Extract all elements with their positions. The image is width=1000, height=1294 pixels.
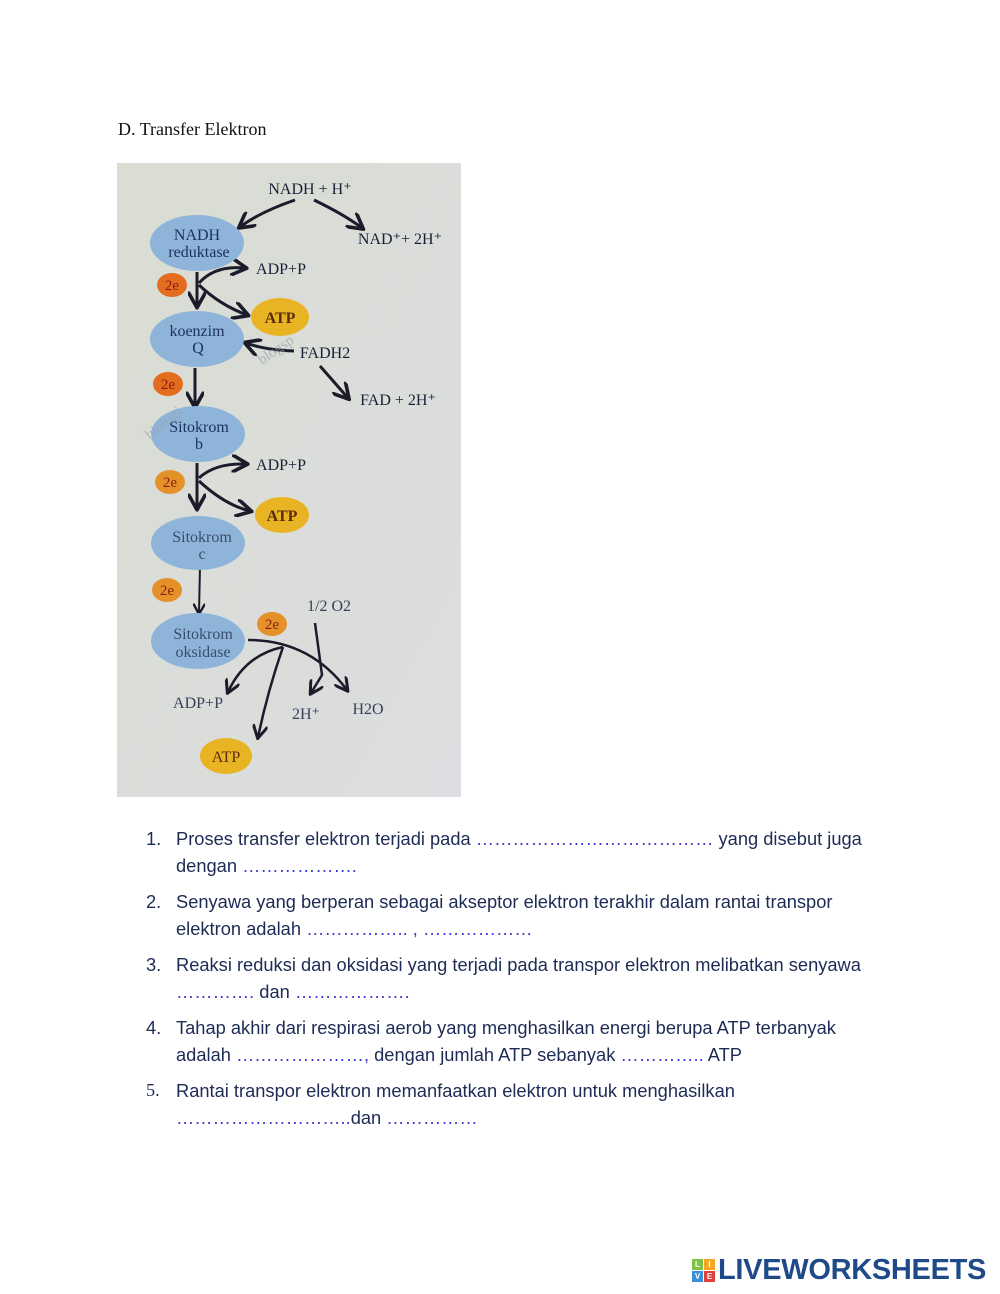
question-text: ATP [703, 1044, 742, 1065]
question-number: 4. [146, 1017, 162, 1038]
arrow [258, 646, 285, 737]
arrow [197, 464, 246, 480]
sitokrom-oksidase-node [151, 613, 245, 669]
logo-icon: L I V E [692, 1259, 715, 1282]
question-number: 3. [146, 954, 162, 975]
question-number: 5. [146, 1080, 160, 1100]
arrow [318, 365, 348, 398]
node-label: b [195, 436, 203, 453]
arrow [197, 268, 245, 285]
question-text: Tahap akhir dari respirasi aerob yang me… [176, 1017, 836, 1065]
answer-blank[interactable]: …………………, [235, 1044, 370, 1065]
arrow [247, 638, 347, 690]
node-label: Sitokrom [169, 419, 229, 436]
question-text: Reaksi reduksi dan oksidasi yang terjadi… [176, 954, 861, 975]
question-item: 3. Reaksi reduksi dan oksidasi yang terja… [146, 951, 886, 1005]
electron-badge [257, 612, 287, 636]
arrow [313, 198, 362, 228]
answer-blank[interactable]: ………………. [294, 981, 410, 1002]
question-text: dan [254, 981, 295, 1002]
question-text: Senyawa yang berperan sebagai akseptor e… [176, 891, 833, 939]
logo-text: LIVEWORKSHEETS [718, 1254, 987, 1286]
node-label: Sitokrom [172, 529, 232, 546]
electron-badge [153, 372, 183, 396]
electron-label: 2e [265, 617, 280, 633]
logo-block: I [704, 1259, 715, 1270]
question-number: 2. [146, 891, 162, 912]
node-label: koenzim [169, 323, 225, 340]
section-heading: D. Transfer Elektron [118, 119, 267, 139]
adp-label: ADP+P [256, 457, 306, 474]
arrow [311, 622, 322, 693]
question-text: Rantai transpor elektron memanfaatkan el… [176, 1080, 735, 1101]
logo-block: L [692, 1259, 703, 1270]
nadh-h-label: NADH + H⁺ [268, 181, 351, 198]
logo-block: V [692, 1271, 703, 1282]
atp-label: ATP [212, 749, 241, 766]
electron-label: 2e [165, 278, 180, 294]
atp-label: ATP [265, 310, 296, 327]
nad-label: NAD⁺+ 2H⁺ [358, 231, 442, 248]
electron-label: 2e [160, 583, 175, 599]
logo-block: E [704, 1271, 715, 1282]
atp-node [200, 738, 252, 774]
sitokrom-b-node [151, 406, 245, 462]
question-text: Proses transfer elektron terjadi pada [176, 828, 476, 849]
sitokrom-c-node [151, 516, 245, 570]
atp-label: ATP [267, 508, 298, 525]
answer-blank[interactable]: ………….. [620, 1044, 704, 1065]
arrow [199, 565, 200, 613]
answer-blank[interactable]: ……………………….. [176, 1107, 351, 1128]
answer-blank[interactable]: …………….. , ……………… [306, 918, 533, 939]
node-label: oksidase [175, 644, 230, 661]
node-label: reduktase [168, 244, 229, 261]
electron-badge [157, 273, 187, 297]
water-label: H2O [352, 701, 383, 718]
question-item: 2. Senyawa yang berperan sebagai akseptor… [146, 888, 886, 942]
electron-badge [155, 470, 185, 494]
node-label: Sitokrom [173, 626, 233, 643]
node-label: Q [192, 340, 204, 357]
arrow [246, 343, 295, 351]
question-list: 1.Proses transfer elektron terjadi pada … [146, 825, 886, 1140]
arrow [197, 283, 247, 315]
question-text: dengan jumlah ATP sebanyak [369, 1044, 621, 1065]
answer-blank[interactable]: ………………. [242, 855, 357, 876]
answer-blank[interactable]: …………… [386, 1107, 478, 1128]
node-label: c [198, 546, 205, 563]
electron-badge [152, 578, 182, 602]
nadh-reductase-node [150, 215, 244, 271]
question-item: 4. Tahap akhir dari respirasi aerob yang … [146, 1014, 886, 1068]
question-text: yang disebut juga dengan [176, 828, 862, 876]
question-number: 1. [146, 828, 162, 849]
adp-label: ADP+P [256, 261, 306, 278]
arrow [240, 198, 296, 227]
koenzim-q-node [150, 311, 244, 367]
electron-transport-diagram: NADH + H⁺ NAD⁺+ 2H⁺ NADH reduktase koenz… [117, 163, 461, 797]
answer-blank[interactable]: …………. [176, 981, 255, 1002]
fad-label: FAD + 2H⁺ [360, 392, 436, 409]
oxygen-label: 1/2 O2 [307, 598, 351, 615]
proton-label: 2H⁺ [292, 706, 320, 723]
atp-node [255, 497, 309, 533]
node-label: NADH [174, 227, 221, 244]
atp-node [251, 298, 309, 336]
arrow [228, 645, 284, 692]
answer-blank[interactable]: ………………………………… [475, 828, 714, 849]
electron-label: 2e [161, 377, 176, 393]
electron-label: 2e [163, 475, 178, 491]
question-item: 1.Proses transfer elektron terjadi pada … [146, 825, 886, 879]
arrow [197, 479, 250, 511]
question-text: dan [350, 1107, 387, 1128]
fadh2-label: FADH2 [300, 345, 350, 362]
adp-label: ADP+P [173, 695, 223, 712]
question-item: 5. Rantai transpor elektron memanfaatkan … [146, 1077, 886, 1131]
liveworksheets-logo: L I V E LIVEWORKSHEETS [692, 1254, 986, 1287]
